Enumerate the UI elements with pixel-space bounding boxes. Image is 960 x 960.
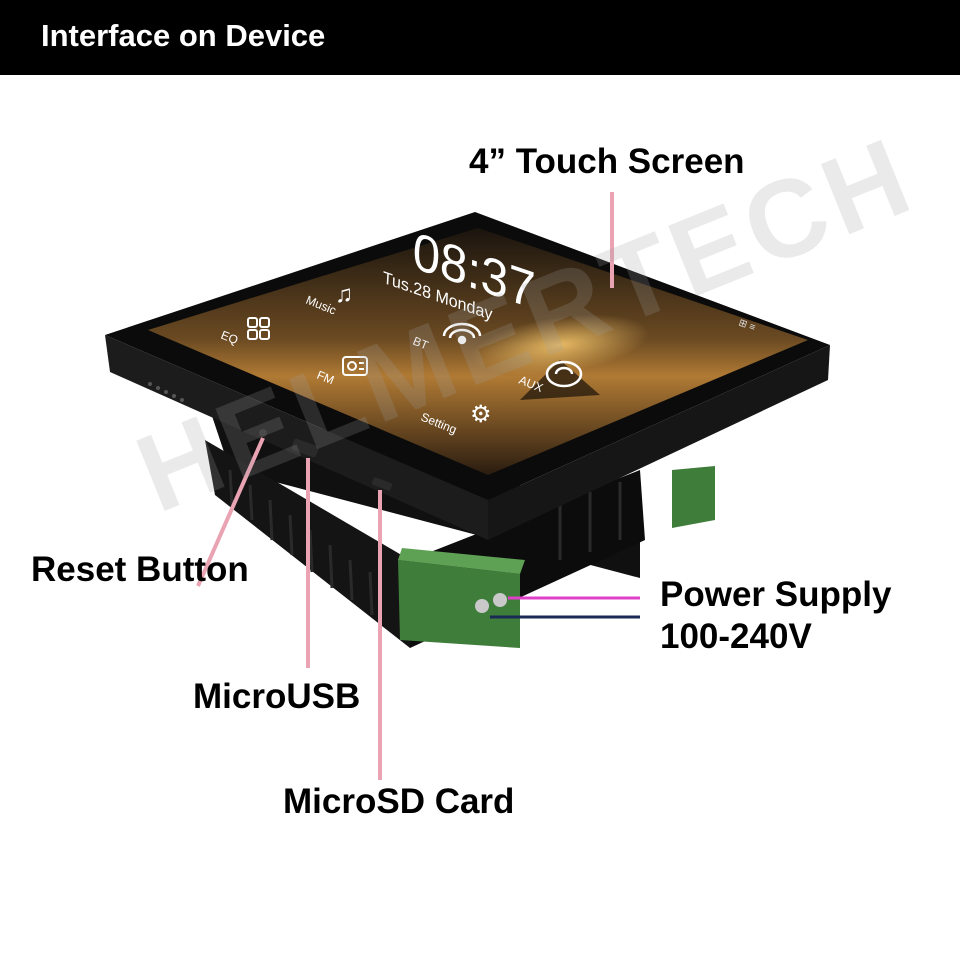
terminal-block-left xyxy=(398,548,525,648)
callout-power-voltage: 100-240V xyxy=(660,617,812,656)
radio-icon xyxy=(342,356,368,376)
micro-usb-port xyxy=(291,438,319,458)
app-fm-label: FM xyxy=(315,368,336,387)
terminal-block-right xyxy=(672,466,715,528)
app-bt-label: BT xyxy=(411,334,431,353)
micro-sd-slot xyxy=(371,477,393,491)
header-bar: Interface on Device xyxy=(0,0,960,75)
callout-power-supply: Power Supply xyxy=(660,575,892,614)
header-title: Interface on Device xyxy=(41,18,326,53)
terminal-screw-2 xyxy=(493,593,507,607)
gear-icon: ⚙ xyxy=(470,401,492,428)
bt-icon xyxy=(442,322,482,345)
app-fm[interactable]: FM xyxy=(315,356,368,387)
callout-reset-button: Reset Button xyxy=(31,550,249,589)
touch-screen xyxy=(148,228,808,475)
callout-micro-sd: MicroSD Card xyxy=(283,782,515,821)
leader-lines xyxy=(196,192,614,780)
app-eq[interactable]: EQ xyxy=(219,317,270,347)
app-eq-label: EQ xyxy=(219,328,240,347)
aux-icon xyxy=(545,360,583,388)
leader-reset-button xyxy=(196,437,265,587)
callout-micro-usb: MicroUSB xyxy=(193,677,361,716)
music-icon: ♫ xyxy=(335,281,353,308)
reset-hole xyxy=(259,429,267,437)
app-bt[interactable]: BT xyxy=(411,322,482,353)
callout-touch-screen: 4” Touch Screen xyxy=(469,142,745,181)
eq-icon xyxy=(247,317,270,340)
terminal-screw-1 xyxy=(475,599,489,613)
